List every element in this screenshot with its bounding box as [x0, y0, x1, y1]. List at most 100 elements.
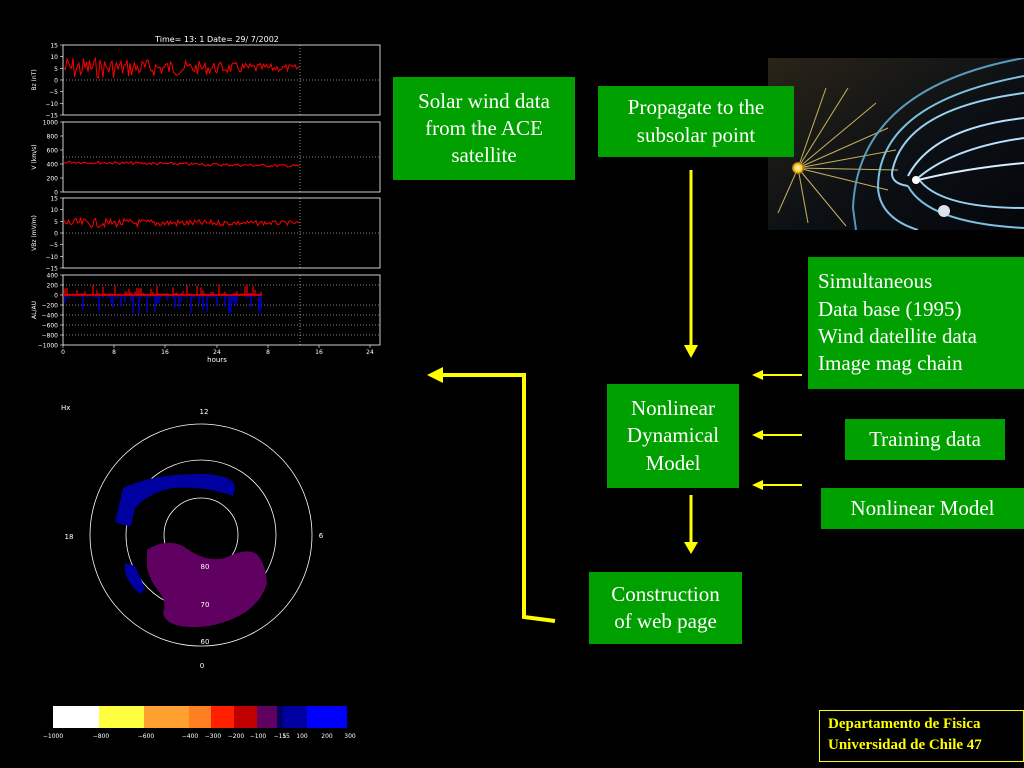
- colorbar-label: 200: [321, 733, 333, 740]
- colorbar-swatch: [211, 706, 234, 728]
- timeseries-panel: 1000 800 600 400 200 0 V (km/s): [31, 120, 381, 197]
- colorbar-label: −200: [228, 733, 245, 740]
- y-tick-label: −1000: [38, 343, 58, 350]
- arrow-propagate-to-model: [684, 170, 698, 358]
- x-tick-label: 24: [366, 349, 374, 356]
- nonlinear-model-label: Nonlinear Model: [850, 495, 995, 520]
- colorbar-swatch: [189, 706, 211, 728]
- polar-region-blue: [115, 473, 235, 526]
- y-tick-label: 1000: [43, 120, 58, 127]
- y-tick-label: −15: [45, 266, 58, 273]
- simultaneous-line-3: Wind datellite data: [818, 324, 977, 348]
- construction-web-page-box: Construction of web page: [589, 572, 742, 644]
- colorbar-swatch: [283, 706, 307, 728]
- y-tick-label: 5: [54, 66, 58, 73]
- colorbar-swatch: [307, 706, 347, 728]
- arrow-model-to-construction: [684, 495, 698, 554]
- colorbar-label: −300: [205, 733, 222, 740]
- nonlinear-dynamical-model-box: Nonlinear Dynamical Model: [607, 384, 739, 488]
- footer-line-2: Universidad de Chile 47: [828, 737, 982, 753]
- solar-wind-line-2: from the ACE: [425, 115, 543, 140]
- solar-wind-line-1: Solar wind data: [418, 88, 550, 113]
- propagate-line-1: Propagate to the: [627, 95, 765, 120]
- colorbar-label: −1000: [43, 733, 63, 740]
- training-data-label: Training data: [869, 426, 981, 451]
- arrow-database-to-model: [752, 370, 802, 380]
- timeseries-xlabel: hours: [207, 356, 227, 364]
- arrow-nonlinear-model-to-model: [752, 480, 802, 490]
- nonlinear-dynamical-line-2: Dynamical: [626, 423, 720, 448]
- y-tick-label: 600: [47, 148, 59, 155]
- data-trace: [63, 216, 300, 229]
- colorbar-label: 300: [344, 733, 356, 740]
- colorbar-label: −100: [250, 733, 267, 740]
- data-trace: [63, 160, 300, 168]
- al-trace: [64, 296, 262, 314]
- x-tick-label: 16: [161, 349, 169, 356]
- y-axis-label: Bz (nT): [31, 69, 38, 90]
- sun-rays: [777, 87, 899, 227]
- x-tick-label: 24: [213, 349, 221, 356]
- propagate-box: Propagate to the subsolar point: [598, 86, 794, 157]
- magnetosphere-image: [768, 58, 1024, 230]
- polar-lat-70: 70: [201, 601, 210, 609]
- simultaneous-line-4: Image mag chain: [818, 351, 963, 376]
- construction-line-1: Construction: [611, 581, 720, 606]
- magnetosphere-field-lines: [851, 58, 1024, 230]
- y-tick-label: −10: [45, 101, 58, 108]
- colorbar-label: −15: [274, 733, 287, 740]
- colorbar-swatch: [277, 706, 283, 728]
- simultaneous-line-1: Simultaneous: [818, 269, 933, 294]
- solar-wind-data-box: Solar wind data from the ACE satellite: [393, 77, 575, 180]
- y-tick-label: 10: [50, 207, 58, 214]
- y-tick-label: 400: [47, 162, 59, 169]
- y-tick-label: 800: [47, 134, 59, 141]
- y-tick-label: 0: [54, 293, 58, 300]
- colorbar-swatch: [234, 706, 257, 728]
- y-tick-label: 5: [54, 219, 58, 226]
- colorbar-label: −800: [93, 733, 110, 740]
- y-tick-label: 200: [47, 176, 59, 183]
- polar-plot: Hx 12 18 6 0 80 70 60: [61, 404, 324, 670]
- y-axis-label: V (km/s): [31, 144, 38, 169]
- y-tick-label: 15: [50, 43, 58, 50]
- polar-label-top: 12: [200, 408, 209, 416]
- colorbar-label: 15: [282, 733, 290, 740]
- nonlinear-dynamical-line-3: Model: [645, 450, 701, 475]
- moon-icon: [938, 205, 950, 217]
- polar-lat-60: 60: [201, 638, 210, 646]
- simultaneous-database-box: Simultaneous Data base (1995) Wind datel…: [808, 257, 1024, 389]
- propagate-line-2: subsolar point: [636, 122, 756, 147]
- sun-icon: [792, 162, 804, 174]
- y-tick-label: 15: [50, 196, 58, 203]
- y-tick-label: −400: [42, 313, 59, 320]
- training-data-box: Training data: [845, 419, 1005, 460]
- colorbar-label: 100: [296, 733, 308, 740]
- y-axis-label: VBz (mV/m): [31, 215, 38, 251]
- colorbar-swatch: [99, 706, 144, 728]
- panel-frame: [62, 274, 381, 346]
- y-tick-label: −5: [49, 242, 58, 249]
- colorbar-swatch: [144, 706, 189, 728]
- polar-plot-label: Hx: [61, 404, 70, 412]
- polar-label-bottom: 0: [200, 662, 204, 670]
- polar-region-blue-small: [125, 563, 145, 594]
- footer-credit: Departamento de Fisica Universidad de Ch…: [819, 710, 1024, 762]
- nonlinear-dynamical-line-1: Nonlinear: [631, 396, 715, 421]
- solar-wind-timeseries-plot: Time= 13: 1 Date= 29/ 7/2002 151050−5−10…: [31, 35, 381, 364]
- arrow-training-to-model: [752, 430, 802, 440]
- polar-label-left: 18: [65, 533, 74, 541]
- colorbar-swatch: [257, 706, 277, 728]
- earth-icon: [912, 176, 920, 184]
- data-trace: [63, 56, 300, 79]
- x-tick-label: 0: [61, 349, 65, 356]
- polar-label-right: 6: [319, 532, 324, 540]
- y-tick-label: −15: [45, 113, 58, 120]
- solar-wind-line-3: satellite: [451, 143, 517, 168]
- y-tick-label: 0: [54, 190, 58, 197]
- simultaneous-line-2: Data base (1995): [818, 296, 962, 321]
- colorbar-label: −400: [182, 733, 199, 740]
- polar-ring-outer: [89, 423, 313, 647]
